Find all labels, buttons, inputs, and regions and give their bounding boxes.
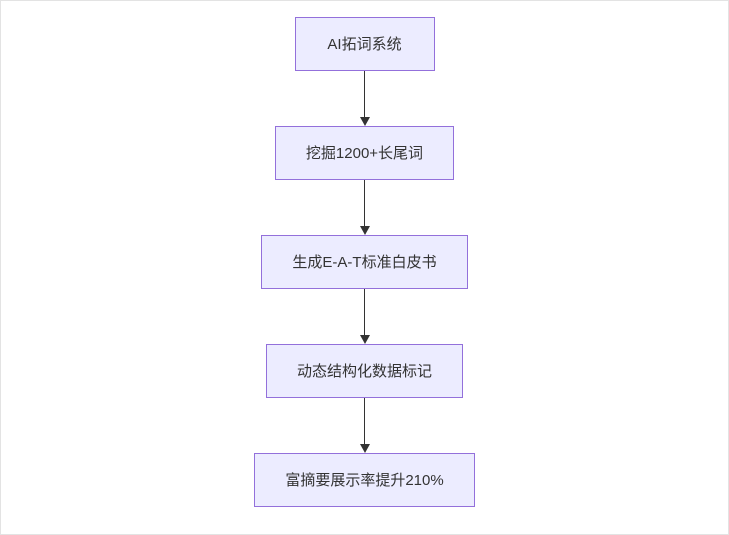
arrow-down-2	[359, 180, 370, 235]
arrow-down-1	[359, 71, 370, 126]
flowchart-node-2: 挖掘1200+长尾词	[274, 126, 455, 180]
node-label: 动态结构化数据标记	[296, 362, 432, 380]
arrow-line	[363, 180, 366, 226]
arrow-down-3	[359, 289, 370, 344]
node-label: AI拓词系统	[327, 35, 402, 53]
arrowhead-icon	[359, 117, 370, 126]
arrowhead-icon	[359, 444, 370, 453]
arrow-line	[363, 398, 366, 444]
flowchart-node-3: 生成E-A-T标准白皮书	[261, 235, 468, 289]
arrow-line	[363, 71, 366, 117]
arrow-down-4	[359, 398, 370, 453]
node-label: 挖掘1200+长尾词	[305, 144, 424, 162]
flowchart-node-4: 动态结构化数据标记	[265, 344, 463, 398]
node-label: 富摘要展示率提升210%	[285, 471, 444, 489]
flowchart-node-1: AI拓词系统	[294, 17, 435, 71]
node-label: 生成E-A-T标准白皮书	[292, 253, 437, 271]
arrowhead-icon	[359, 226, 370, 235]
flowchart-node-5: 富摘要展示率提升210%	[254, 453, 475, 507]
arrowhead-icon	[359, 335, 370, 344]
flowchart: AI拓词系统 挖掘1200+长尾词 生成E-A-T标准白皮书 动态结构化数据标记	[1, 17, 728, 507]
arrow-line	[363, 289, 366, 335]
